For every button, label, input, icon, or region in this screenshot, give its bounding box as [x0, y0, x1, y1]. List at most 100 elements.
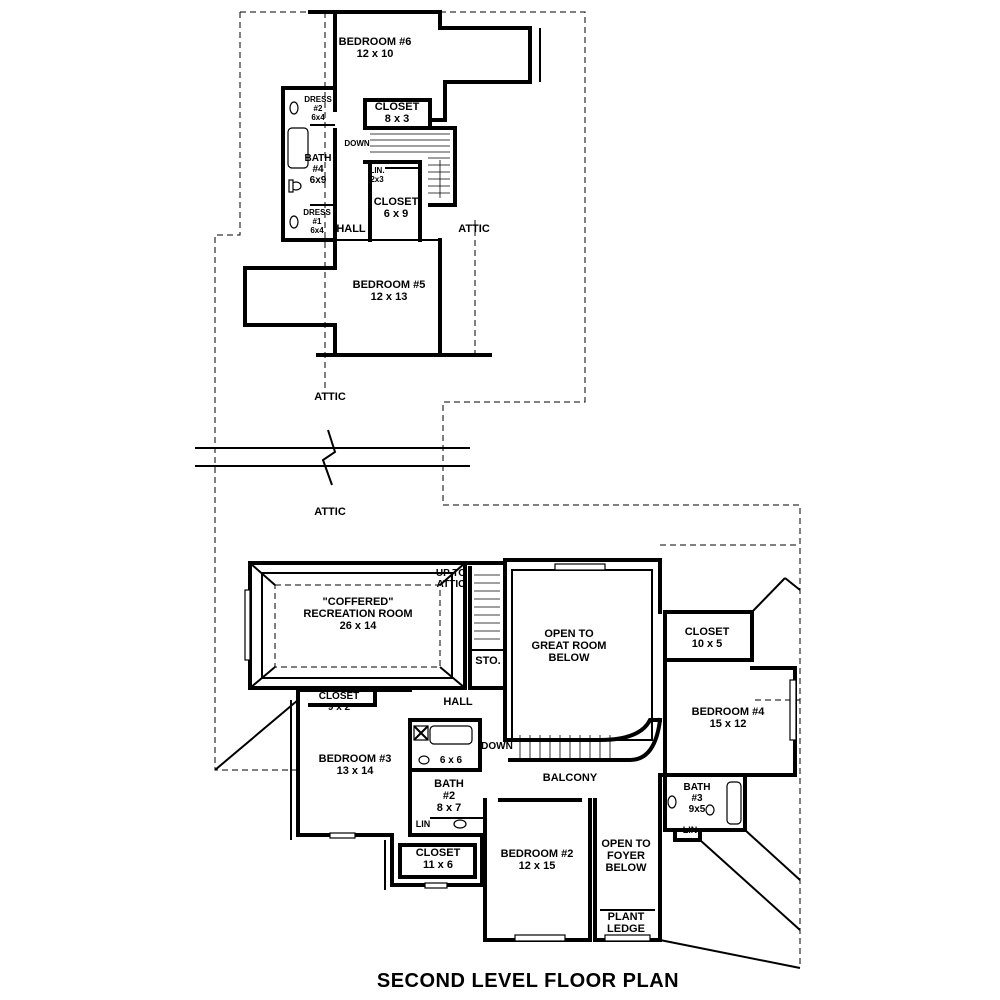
room-label-line: PLANT: [608, 911, 645, 923]
window-icon: [244, 589, 251, 661]
room-label-line: BEDROOM #5: [353, 279, 426, 291]
room-label-line: CLOSET: [416, 847, 461, 859]
room-label-line: LIN: [683, 825, 698, 835]
toilet-icon: [705, 804, 715, 816]
window-icon: [604, 934, 651, 942]
room-label-line: 12 x 15: [519, 860, 556, 872]
room-label-line: #2: [443, 790, 455, 802]
break-line: [195, 429, 470, 486]
room-label-down-upper: DOWN: [344, 139, 370, 148]
room-label-hall-upper: HALL: [336, 223, 366, 235]
room-label-line: #1: [313, 217, 322, 226]
room-label-line: BATH: [304, 153, 331, 164]
room-label-line: DOWN: [481, 741, 513, 752]
window-icon: [424, 882, 448, 889]
room-label-line: 6x4: [310, 226, 324, 235]
room-label-line: CLOSET: [685, 626, 730, 638]
room-label-line: BALCONY: [543, 772, 598, 784]
room-label-line: ATTIC: [458, 223, 490, 235]
fireplace-icon: [554, 563, 606, 571]
room-label-line: BEDROOM #6: [339, 36, 412, 48]
sink-icon: [667, 795, 677, 809]
room-label-line: BATH: [434, 778, 464, 790]
room-label-line: UP TO: [436, 568, 466, 579]
bathtub-icon: [726, 781, 742, 825]
room-label-line: STO.: [475, 655, 500, 667]
room-label-line: BEDROOM #2: [501, 848, 574, 860]
room-label-attic-right: ATTIC: [458, 223, 490, 235]
sink-icon: [289, 101, 299, 115]
upper-fixtures: [287, 101, 450, 229]
room-label-attic-2: ATTIC: [314, 506, 346, 518]
room-label-line: FOYER: [607, 850, 645, 862]
stair-down: [519, 735, 611, 758]
room-label-down-lower: DOWN: [481, 741, 513, 752]
room-label-line: 8 x 7: [437, 802, 461, 814]
window-icon: [789, 679, 797, 741]
room-label-line: #3: [691, 793, 703, 804]
room-label-line: 13 x 14: [337, 765, 375, 777]
room-label-line: #4: [312, 164, 324, 175]
room-label-line: 11 x 6: [423, 859, 453, 871]
stair-upper: [370, 133, 450, 198]
room-label-line: OPEN TO: [544, 628, 594, 640]
plan-title: SECOND LEVEL FLOOR PLAN: [377, 970, 679, 992]
lower-fixtures: [244, 563, 797, 942]
room-label-lin-upper: LIN.2x3: [369, 166, 384, 184]
room-label-line: HALL: [443, 696, 473, 708]
room-label-line: CLOSET: [374, 196, 419, 208]
room-label-line: DOWN: [344, 139, 370, 148]
upper-wing-walls: [243, 10, 541, 357]
room-label-line: 6x9: [310, 175, 327, 186]
room-label-line: "COFFERED": [323, 596, 394, 608]
room-label-lin-lower-right: LIN: [683, 825, 698, 835]
room-label-line: ATTIC: [314, 506, 346, 518]
room-label-line: CLOSET: [375, 101, 420, 113]
room-label-line: 12 x 13: [371, 291, 408, 303]
room-label-line: RECREATION ROOM: [303, 608, 412, 620]
room-label-line: 26 x 14: [340, 620, 378, 632]
room-label-attic-1: ATTIC: [314, 391, 346, 403]
room-label-lin-lower-left: LIN: [416, 819, 431, 829]
room-label-hall-lower: HALL: [443, 696, 473, 708]
room-label-balcony: BALCONY: [543, 772, 598, 784]
room-label-line: #2: [314, 104, 323, 113]
room-label-line: GREAT ROOM: [532, 640, 607, 652]
room-label-line: 15 x 12: [710, 718, 747, 730]
window-icon: [514, 934, 566, 942]
bathtub-icon: [429, 725, 473, 745]
toilet-tank-icon: [288, 179, 294, 193]
toilet-icon: [418, 755, 430, 765]
sink-icon: [289, 215, 299, 229]
room-label-line: 2x3: [370, 175, 384, 184]
room-label-line: BEDROOM #3: [319, 753, 392, 765]
room-label-line: OPEN TO: [601, 838, 651, 850]
room-label-line: BATH: [683, 782, 710, 793]
window-icon: [329, 832, 356, 839]
roof-diagonals: [214, 577, 801, 969]
room-label-line: 10 x 5: [692, 638, 723, 650]
room-label-line: BELOW: [606, 862, 648, 874]
room-label-line: 12 x 10: [357, 48, 394, 60]
room-label-sto: STO.: [475, 655, 500, 667]
room-label-line: 9x5: [689, 804, 706, 815]
room-label-line: DRESS: [304, 95, 332, 104]
